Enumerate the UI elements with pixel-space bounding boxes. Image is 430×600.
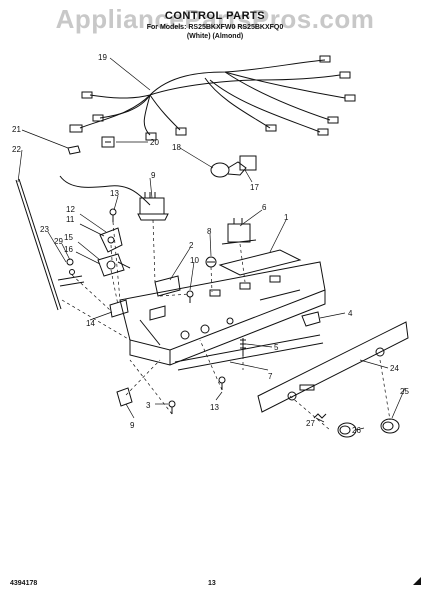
- wire-harness: [69, 55, 356, 141]
- screw: [109, 208, 117, 222]
- callout-29: 29: [54, 237, 63, 246]
- panel-knob: [380, 418, 400, 434]
- thermostat-knob: [97, 253, 131, 277]
- diagram-title: CONTROL PARTS: [164, 10, 266, 22]
- housing-screw: [168, 400, 176, 414]
- capillary-wire: [59, 175, 151, 206]
- wire-clip: [67, 145, 81, 155]
- callout-13-bottom: 13: [210, 403, 219, 412]
- assembly-lines: [61, 219, 391, 431]
- callout-4: 4: [348, 309, 353, 318]
- callout-8: 8: [207, 227, 212, 236]
- control-bracket: [99, 227, 123, 253]
- callout-27: 26: [352, 426, 361, 435]
- callout-23: 22: [12, 145, 21, 154]
- knob-spring: [313, 413, 327, 419]
- callout-12: 12: [66, 205, 75, 214]
- callout-2: 2: [189, 241, 194, 250]
- callout-25: 24: [390, 364, 399, 373]
- callout-1: 1: [284, 213, 289, 222]
- document-number: 4394178: [10, 580, 38, 587]
- control-cover: [174, 334, 324, 371]
- callout-22: 21: [12, 125, 21, 134]
- link-bar: [57, 275, 85, 287]
- washer: [66, 258, 75, 275]
- callout-20: 19: [98, 53, 107, 62]
- mounting-screw: [186, 290, 194, 303]
- model-colors: (White) (Almond): [186, 33, 244, 40]
- callout-6: 6: [262, 203, 267, 212]
- control-housing: [119, 249, 326, 366]
- callout-28: 27: [306, 419, 315, 428]
- callout-24: 23: [40, 225, 49, 234]
- housing-clip: [301, 311, 321, 327]
- control-knob: [205, 256, 217, 268]
- bolt: [240, 338, 246, 356]
- callout-5: 5: [274, 343, 279, 352]
- callout-10: 10: [190, 256, 199, 265]
- callout-3: 3: [146, 401, 151, 410]
- callout-9: 9: [151, 171, 156, 180]
- lower-screw: [218, 376, 226, 390]
- page-number: 13: [208, 580, 216, 587]
- callout-11: 11: [66, 215, 75, 224]
- thermostat-control: [221, 218, 257, 245]
- callout-7: 7: [268, 372, 273, 381]
- callout-13-top: 13: [110, 189, 119, 198]
- leader-lines: [17, 57, 406, 431]
- rod-support: [109, 299, 129, 318]
- callout-26: 25: [400, 387, 409, 396]
- corner-mark-icon: [413, 577, 421, 585]
- light-bulb: [210, 155, 257, 178]
- damper-switch: [137, 192, 169, 221]
- base-clip: [116, 387, 133, 407]
- callout-labels: 19 21 20 22 18 17 9 13 12 11 15 16 23 29…: [12, 53, 409, 435]
- callout-16: 15: [64, 233, 73, 242]
- model-numbers: For Models: RS25BKXFW0 RS25BKXFQ0: [146, 24, 284, 31]
- callout-15: 14: [86, 319, 95, 328]
- control-rod: [15, 178, 62, 311]
- callout-14: 9: [130, 421, 135, 430]
- callout-18: 17: [250, 183, 259, 192]
- callout-17: 16: [64, 245, 73, 254]
- control-panel: [257, 321, 409, 413]
- wire-connector: [101, 136, 115, 148]
- inner-bracket: [154, 275, 181, 297]
- watermark: AppliancePartsPros.com: [55, 4, 375, 34]
- callout-21: 20: [150, 138, 159, 147]
- callout-19: 18: [172, 143, 181, 152]
